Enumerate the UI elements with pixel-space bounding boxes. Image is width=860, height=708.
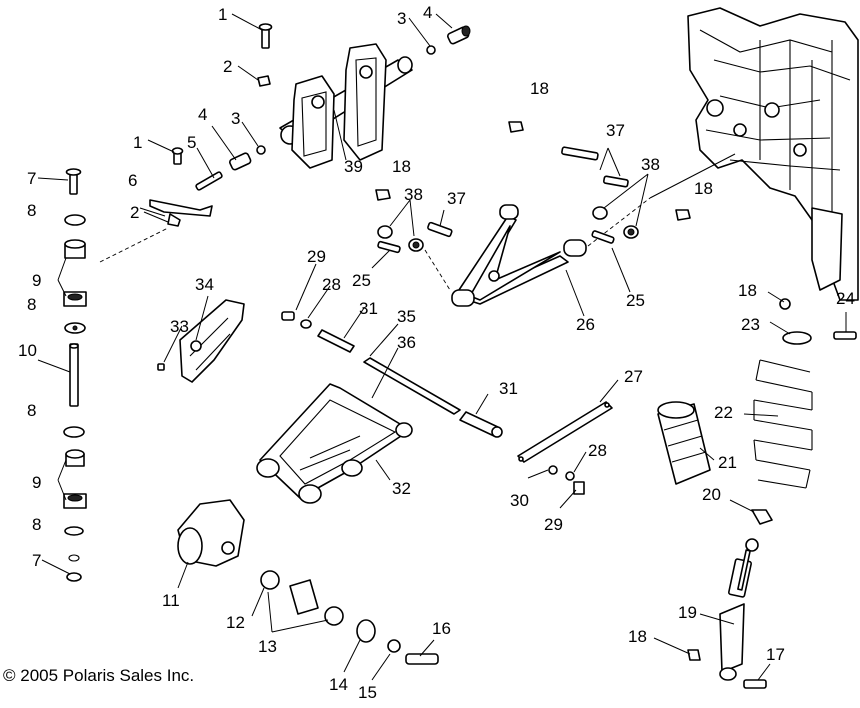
callout-8-b: 8 [27, 295, 36, 314]
callout-15: 15 [358, 683, 377, 702]
callout-18-d: 18 [738, 281, 757, 300]
left-bushing-stack [63, 168, 87, 582]
callout-4-top: 4 [423, 3, 432, 22]
callout-24: 24 [836, 289, 855, 308]
callout-6: 6 [128, 171, 137, 190]
callout-37-left: 37 [447, 189, 466, 208]
callout-36: 36 [397, 333, 416, 352]
callout-25-left: 25 [352, 271, 371, 290]
callout-8-c: 8 [27, 401, 36, 420]
callout-33: 33 [170, 317, 189, 336]
callout-30: 30 [510, 491, 529, 510]
callout-22: 22 [714, 403, 733, 422]
callout-8-d: 8 [32, 515, 41, 534]
callout-13: 13 [258, 637, 277, 656]
callout-12: 12 [226, 613, 245, 632]
callout-37-right: 37 [606, 121, 625, 140]
callout-7-top: 7 [27, 169, 36, 188]
callout-labels: 1 2 3 4 4 3 39 1 5 6 2 7 8 9 8 10 8 9 8 … [18, 3, 855, 702]
frame-assembly [649, 7, 859, 301]
callout-18-a: 18 [530, 79, 549, 98]
copyright-notice: © 2005 Polaris Sales Inc. [3, 666, 195, 685]
callout-18-c: 18 [694, 179, 713, 198]
callout-20: 20 [702, 485, 721, 504]
shock-assembly [657, 298, 857, 689]
strap-27 [517, 401, 613, 495]
callout-7-bottom: 7 [32, 551, 41, 570]
pivot-bracket-assembly [279, 43, 413, 169]
callout-29-bottom: 29 [544, 515, 563, 534]
callout-17: 17 [766, 645, 785, 664]
callout-32: 32 [392, 479, 411, 498]
callout-23: 23 [741, 315, 760, 334]
callout-1-top: 1 [218, 5, 227, 24]
skid-bracket [157, 299, 245, 383]
callout-8-a: 8 [27, 201, 36, 220]
callout-29-top: 29 [307, 247, 326, 266]
callout-5: 5 [187, 133, 196, 152]
upper-arm-hardware [375, 121, 691, 254]
callout-4-mid: 4 [198, 105, 207, 124]
callout-35: 35 [397, 307, 416, 326]
callout-38-left: 38 [404, 185, 423, 204]
callout-34: 34 [195, 275, 214, 294]
callout-19: 19 [678, 603, 697, 622]
callout-10: 10 [18, 341, 37, 360]
callout-31-top: 31 [359, 299, 378, 318]
lower-a-arm [256, 311, 503, 504]
callout-3-top: 3 [397, 9, 406, 28]
callout-2-top: 2 [223, 57, 232, 76]
callout-26: 26 [576, 315, 595, 334]
callout-31-bottom: 31 [499, 379, 518, 398]
callout-28-top: 28 [322, 275, 341, 294]
callout-18-b: 18 [392, 157, 411, 176]
callout-25-right: 25 [626, 291, 645, 310]
callout-1-mid: 1 [133, 133, 142, 152]
top-fasteners [171, 23, 471, 191]
leader-lines [37, 13, 847, 681]
callout-39: 39 [344, 157, 363, 176]
callout-16: 16 [432, 619, 451, 638]
upper-a-arm [424, 197, 651, 307]
callout-9-bottom: 9 [32, 473, 41, 492]
callout-38-right: 38 [641, 155, 660, 174]
carrier-assembly [177, 499, 439, 665]
bracket-6 [99, 199, 213, 263]
callout-3-mid: 3 [231, 109, 240, 128]
callout-27: 27 [624, 367, 643, 386]
callout-9-top: 9 [32, 271, 41, 290]
callout-14: 14 [329, 675, 348, 694]
callout-18-e: 18 [628, 627, 647, 646]
callout-2-mid: 2 [130, 203, 139, 222]
callout-11: 11 [162, 591, 180, 610]
callout-28-bottom: 28 [588, 441, 607, 460]
callout-21: 21 [718, 453, 737, 472]
